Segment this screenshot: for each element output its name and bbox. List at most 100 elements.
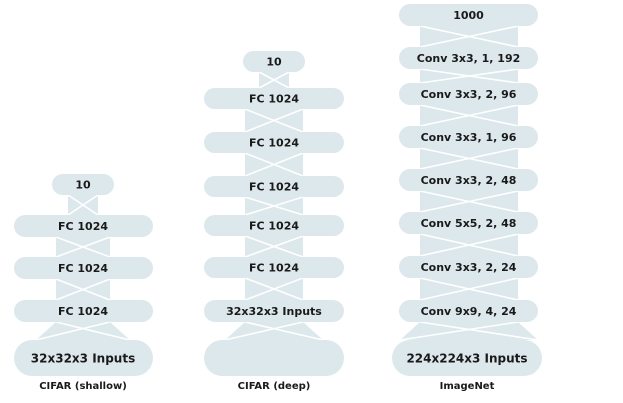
layer-node-label: Conv 3x3, 2, 24	[421, 261, 517, 274]
layer-node-label: FC 1024	[58, 262, 108, 275]
layer-node-box	[14, 257, 153, 279]
connector-col2-0	[419, 25, 519, 48]
layer-node: FC 1024	[204, 215, 344, 236]
column-caption: ImageNet	[440, 381, 495, 392]
input-node: 32x32x3 Inputs	[14, 340, 153, 376]
layer-node-box	[204, 215, 344, 236]
layer-node-label: FC 1024	[249, 262, 299, 275]
layer-node: FC 1024	[204, 176, 344, 197]
connector-col1-3-line-b	[244, 196, 304, 216]
column-cifar-deep: 10 FC 1024 FC 1024 FC 1024 FC 1024 FC 10…	[204, 51, 344, 392]
input-node-box	[392, 340, 542, 376]
column-imagenet: 1000 Conv 3x3, 1, 192 Conv 3x3, 2, 96 Co…	[392, 4, 542, 392]
connector-col2-6	[419, 277, 519, 301]
connector-col2-2	[419, 104, 519, 127]
layer-node-label: FC 1024	[249, 181, 299, 194]
layer-node: FC 1024	[204, 88, 344, 109]
layer-node: 32x32x3 Inputs	[204, 300, 344, 322]
connector-col1-3	[244, 196, 304, 216]
connectors-layer	[35, 25, 539, 341]
connector-col2-5	[419, 233, 519, 257]
layer-node: FC 1024	[204, 132, 344, 153]
connector-col2-2-line-b	[419, 104, 519, 127]
layer-node-label: FC 1024	[58, 220, 108, 233]
layer-node-box	[399, 212, 538, 234]
layer-node-box	[204, 132, 344, 153]
layer-node: Conv 3x3, 2, 24	[399, 256, 538, 278]
layer-node-label: Conv 5x5, 2, 48	[421, 217, 517, 230]
layer-node-box	[52, 174, 114, 195]
layer-node: Conv 9x9, 4, 24	[399, 300, 538, 322]
layer-node-box	[204, 88, 344, 109]
input-node-label: 224x224x3 Inputs	[406, 352, 527, 366]
layer-node: 10	[52, 174, 114, 195]
layer-node-label: Conv 3x3, 2, 48	[421, 174, 517, 187]
layer-node: FC 1024	[204, 257, 344, 278]
column-caption: CIFAR (deep)	[238, 381, 311, 392]
input-node-label: 32x32x3 Inputs	[31, 352, 135, 366]
connector-col0-3-line-a	[55, 321, 131, 341]
connector-col2-3	[419, 147, 519, 170]
layer-node-box	[399, 126, 538, 148]
connector-col1-1-line-b	[244, 108, 304, 133]
connector-col1-6-fill	[225, 322, 323, 340]
connector-col0-0-line-b	[67, 194, 99, 216]
layer-node-label: Conv 9x9, 4, 24	[421, 305, 517, 318]
connector-col0-3-line-b	[35, 321, 111, 341]
layer-node-box	[399, 47, 538, 69]
input-node: 224x224x3 Inputs	[392, 340, 542, 376]
layer-node: FC 1024	[14, 257, 153, 279]
layer-node: Conv 5x5, 2, 48	[399, 212, 538, 234]
layer-node-label: 10	[266, 56, 282, 69]
layer-node-label: 1000	[453, 9, 484, 22]
connector-col0-2	[55, 278, 111, 301]
connector-col0-0	[67, 194, 99, 216]
column-caption: CIFAR (shallow)	[39, 381, 127, 392]
input-node-box	[204, 340, 344, 376]
layer-node-box	[399, 4, 538, 26]
connector-col1-2-line-b	[244, 152, 304, 177]
layer-node: Conv 3x3, 1, 192	[399, 47, 538, 69]
layer-node-box	[399, 83, 538, 105]
layer-node-box	[399, 256, 538, 278]
connector-col1-6-line-a	[244, 321, 324, 341]
column-cifar-shallow: 10 FC 1024 FC 1024 FC 1024 32x32x3 Input…	[14, 174, 153, 392]
connector-col1-4-line-b	[244, 235, 304, 258]
connector-col0-3	[35, 321, 131, 341]
layer-node-label: FC 1024	[249, 93, 299, 106]
connector-col0-3-fill	[36, 322, 130, 340]
connector-col2-3-line-b	[419, 147, 519, 170]
input-node-box	[14, 340, 153, 376]
connector-col2-7-line-a	[419, 321, 539, 341]
input-node	[204, 340, 344, 376]
layer-node-label: 32x32x3 Inputs	[226, 305, 322, 318]
layer-node: Conv 3x3, 1, 96	[399, 126, 538, 148]
layer-node-box	[399, 300, 538, 322]
layer-node-box	[243, 51, 305, 72]
connector-col2-7-line-b	[399, 321, 519, 341]
connector-col2-6-line-b	[419, 277, 519, 301]
layer-node-label: FC 1024	[58, 305, 108, 318]
connector-col0-1-line-b	[55, 236, 111, 258]
layer-node-box	[399, 169, 538, 191]
connector-col1-5-line-b	[244, 277, 304, 301]
connector-col1-4	[244, 235, 304, 258]
layer-node-box	[14, 300, 153, 322]
layer-node: 1000	[399, 4, 538, 26]
layer-node-box	[14, 215, 153, 237]
layer-node-label: 10	[75, 179, 91, 192]
connector-col2-0-line-b	[419, 25, 519, 48]
layer-node-box	[204, 300, 344, 322]
connector-col2-1	[419, 68, 519, 84]
layer-node: Conv 3x3, 2, 48	[399, 169, 538, 191]
layer-node-label: FC 1024	[249, 220, 299, 233]
connector-col1-1	[244, 108, 304, 133]
connector-col2-4-line-b	[419, 190, 519, 213]
connector-col2-4	[419, 190, 519, 213]
connector-col1-6-line-b	[224, 321, 304, 341]
connector-col1-0	[258, 71, 290, 89]
layer-node: Conv 3x3, 2, 96	[399, 83, 538, 105]
connector-col0-2-line-b	[55, 278, 111, 301]
layer-node-label: Conv 3x3, 2, 96	[421, 88, 517, 101]
